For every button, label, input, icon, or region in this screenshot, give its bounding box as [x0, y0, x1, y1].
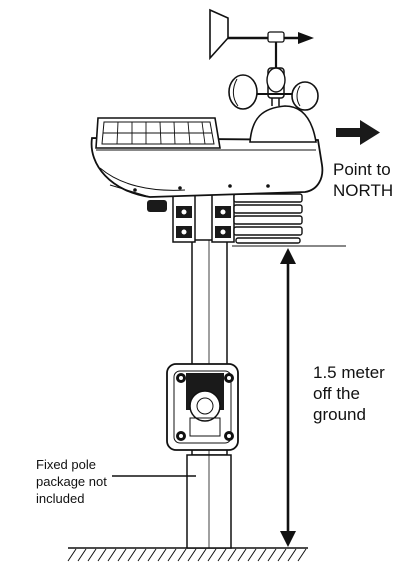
anemometer: [228, 67, 319, 111]
north-label-line2: NORTH: [333, 181, 394, 200]
radiation-shield: [233, 182, 303, 244]
height-label-line1: 1.5 meter: [313, 363, 385, 382]
pole-label-line1: Fixed pole: [36, 457, 96, 472]
height-dimension: [232, 245, 346, 547]
pole-label-line3: included: [36, 491, 85, 506]
pole-note-label: Fixed pole package not included: [36, 456, 107, 507]
height-label-line3: ground: [313, 405, 366, 424]
solar-panel: [95, 117, 221, 149]
north-arrow-icon: [336, 120, 380, 145]
ground: [67, 547, 308, 562]
north-direction-label: Point to NORTH: [333, 159, 393, 201]
height-label-line2: off the: [313, 384, 360, 403]
top-clamp: [172, 193, 235, 243]
height-label: 1.5 meter off the ground: [313, 362, 385, 425]
sensor-body: [90, 137, 324, 212]
pole-bracket: [166, 363, 239, 451]
north-label-line1: Point to: [333, 160, 391, 179]
wind-vane: [209, 8, 314, 68]
pole-label-line2: package not: [36, 474, 107, 489]
